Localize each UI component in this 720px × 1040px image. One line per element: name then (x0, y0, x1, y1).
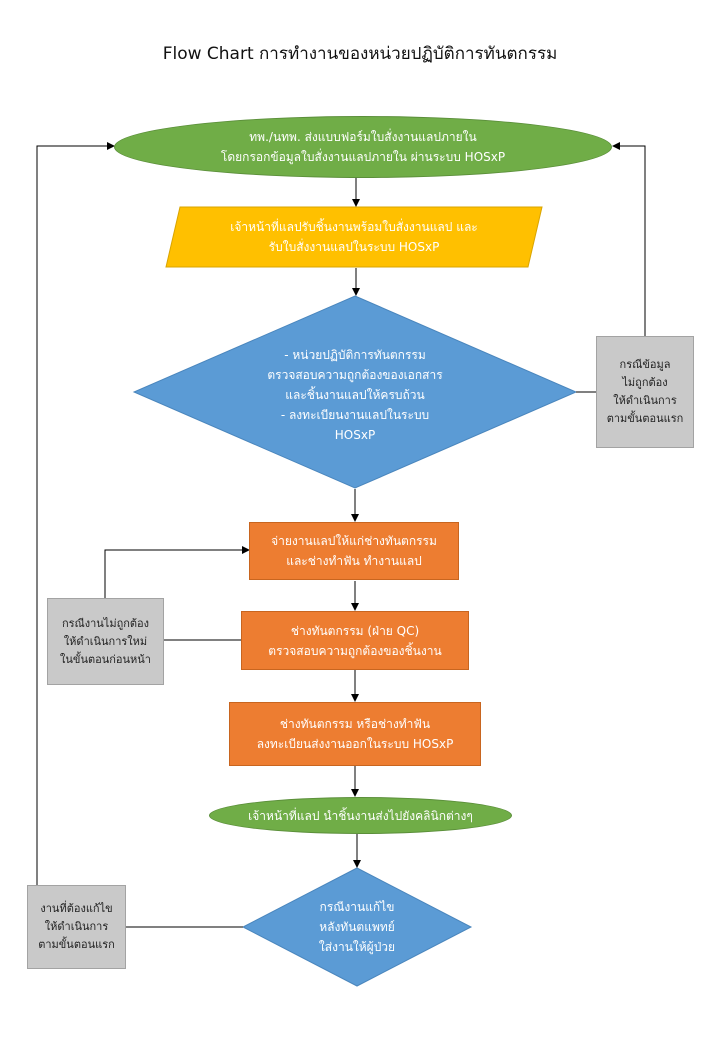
assign-line-2: และช่างทำฟัน ทำงานแลป (286, 554, 422, 568)
final-decision-line-1: กรณีงานแก้ไข (319, 900, 395, 914)
register-out-node: ช่างทันตกรรม หรือช่างทำฟัน ลงทะเบียนส่งง… (229, 702, 481, 766)
check-docs-line-1: - หน่วยปฏิบัติการทันตกรรม (284, 348, 426, 362)
register-out-line-1: ช่างทันตกรรม หรือช่างทำฟัน (279, 717, 431, 731)
note-invalid-work-line-2: ให้ดำเนินการใหม่ (63, 634, 148, 648)
receive-node: เจ้าหน้าที่แลปรับชิ้นงานพร้อมใบสั่งงานแล… (170, 207, 538, 267)
final-decision-line-3: ใส่งานให้ผู้ป่วย (318, 940, 396, 954)
qc-node: ช่างทันตกรรม (ฝ่าย QC) ตรวจสอบความถูกต้อ… (241, 611, 469, 670)
note-invalid-data-line-2: ไม่ถูกต้อง (622, 376, 668, 389)
check-docs-line-5: HOSxP (334, 428, 376, 442)
assign-node: จ่ายงานแลปให้แก่ช่างทันตกรรม และช่างทำฟั… (249, 522, 459, 580)
diagram-title: Flow Chart การทำงานของหน่วยปฏิบัติการทัน… (162, 44, 558, 64)
arrow-note-to-start-left (36, 142, 115, 885)
arrow-note-to-assign (104, 546, 250, 598)
note-needs-fix-line-3: ตามขั้นตอนแรก (38, 938, 115, 951)
qc-line-1: ช่างทันตกรรม (ฝ่าย QC) (290, 623, 420, 638)
deliver-line-1: เจ้าหน้าที่แลป นำชิ้นงานส่งไปยังคลินิกต่… (248, 808, 473, 823)
start-line-2: โดยกรอกข้อมูลใบสั่งงานแลปภายใน ผ่านระบบ … (220, 150, 506, 164)
receive-line-1: เจ้าหน้าที่แลปรับชิ้นงานพร้อมใบสั่งงานแล… (230, 220, 478, 234)
deliver-node: เจ้าหน้าที่แลป นำชิ้นงานส่งไปยังคลินิกต่… (209, 797, 512, 834)
note-invalid-work-line-1: กรณีงานไม่ถูกต้อง (61, 616, 150, 630)
io-shape (165, 206, 543, 268)
check-docs-line-4: - ลงทะเบียนงานแลปในระบบ (280, 408, 430, 422)
decision-shape-final (241, 867, 473, 987)
note-invalid-work-line-3: ในขั้นตอนก่อนหน้า (60, 652, 151, 666)
decision-shape-main (132, 295, 578, 489)
receive-line-2: รับใบสั่งงานแลปในระบบ HOSxP (268, 240, 440, 254)
note-needs-fix-line-2: ให้ดำเนินการ (44, 920, 109, 933)
arrow-note-to-start (612, 142, 646, 336)
final-decision-line-2: หลังทันตแพทย์ (319, 920, 395, 934)
note-needs-fix-line-1: งานที่ต้องแก้ไข (40, 902, 113, 915)
note-invalid-data-line-4: ตามขั้นตอนแรก (606, 412, 684, 425)
register-out-line-2: ลงทะเบียนส่งงานออกในระบบ HOSxP (256, 737, 454, 751)
note-invalid-data: กรณีข้อมูล ไม่ถูกต้อง ให้ดำเนินการ ตามขั… (596, 336, 694, 448)
note-invalid-data-line-1: กรณีข้อมูล (619, 358, 671, 371)
check-docs-node: - หน่วยปฏิบัติการทันตกรรม ตรวจสอบความถูก… (225, 340, 485, 450)
final-decision-node: กรณีงานแก้ไข หลังทันตแพทย์ ใส่งานให้ผู้ป… (280, 894, 434, 960)
qc-line-2: ตรวจสอบความถูกต้องของชิ้นงาน (268, 643, 442, 658)
check-docs-line-2: ตรวจสอบความถูกต้องของเอกสาร (267, 368, 443, 382)
start-line-1: ทพ./นทพ. ส่งแบบฟอร์มใบสั่งงานแลปภายใน (249, 130, 477, 144)
note-invalid-data-line-3: ให้ดำเนินการ (613, 394, 677, 407)
start-node: ทพ./นทพ. ส่งแบบฟอร์มใบสั่งงานแลปภายใน โด… (114, 116, 612, 178)
note-needs-fix: งานที่ต้องแก้ไข ให้ดำเนินการ ตามขั้นตอนแ… (27, 885, 126, 969)
note-invalid-work: กรณีงานไม่ถูกต้อง ให้ดำเนินการใหม่ ในขั้… (47, 598, 164, 685)
check-docs-line-3: และชิ้นงานแลปให้ครบถ้วน (285, 388, 425, 402)
assign-line-1: จ่ายงานแลปให้แก่ช่างทันตกรรม (271, 534, 437, 548)
